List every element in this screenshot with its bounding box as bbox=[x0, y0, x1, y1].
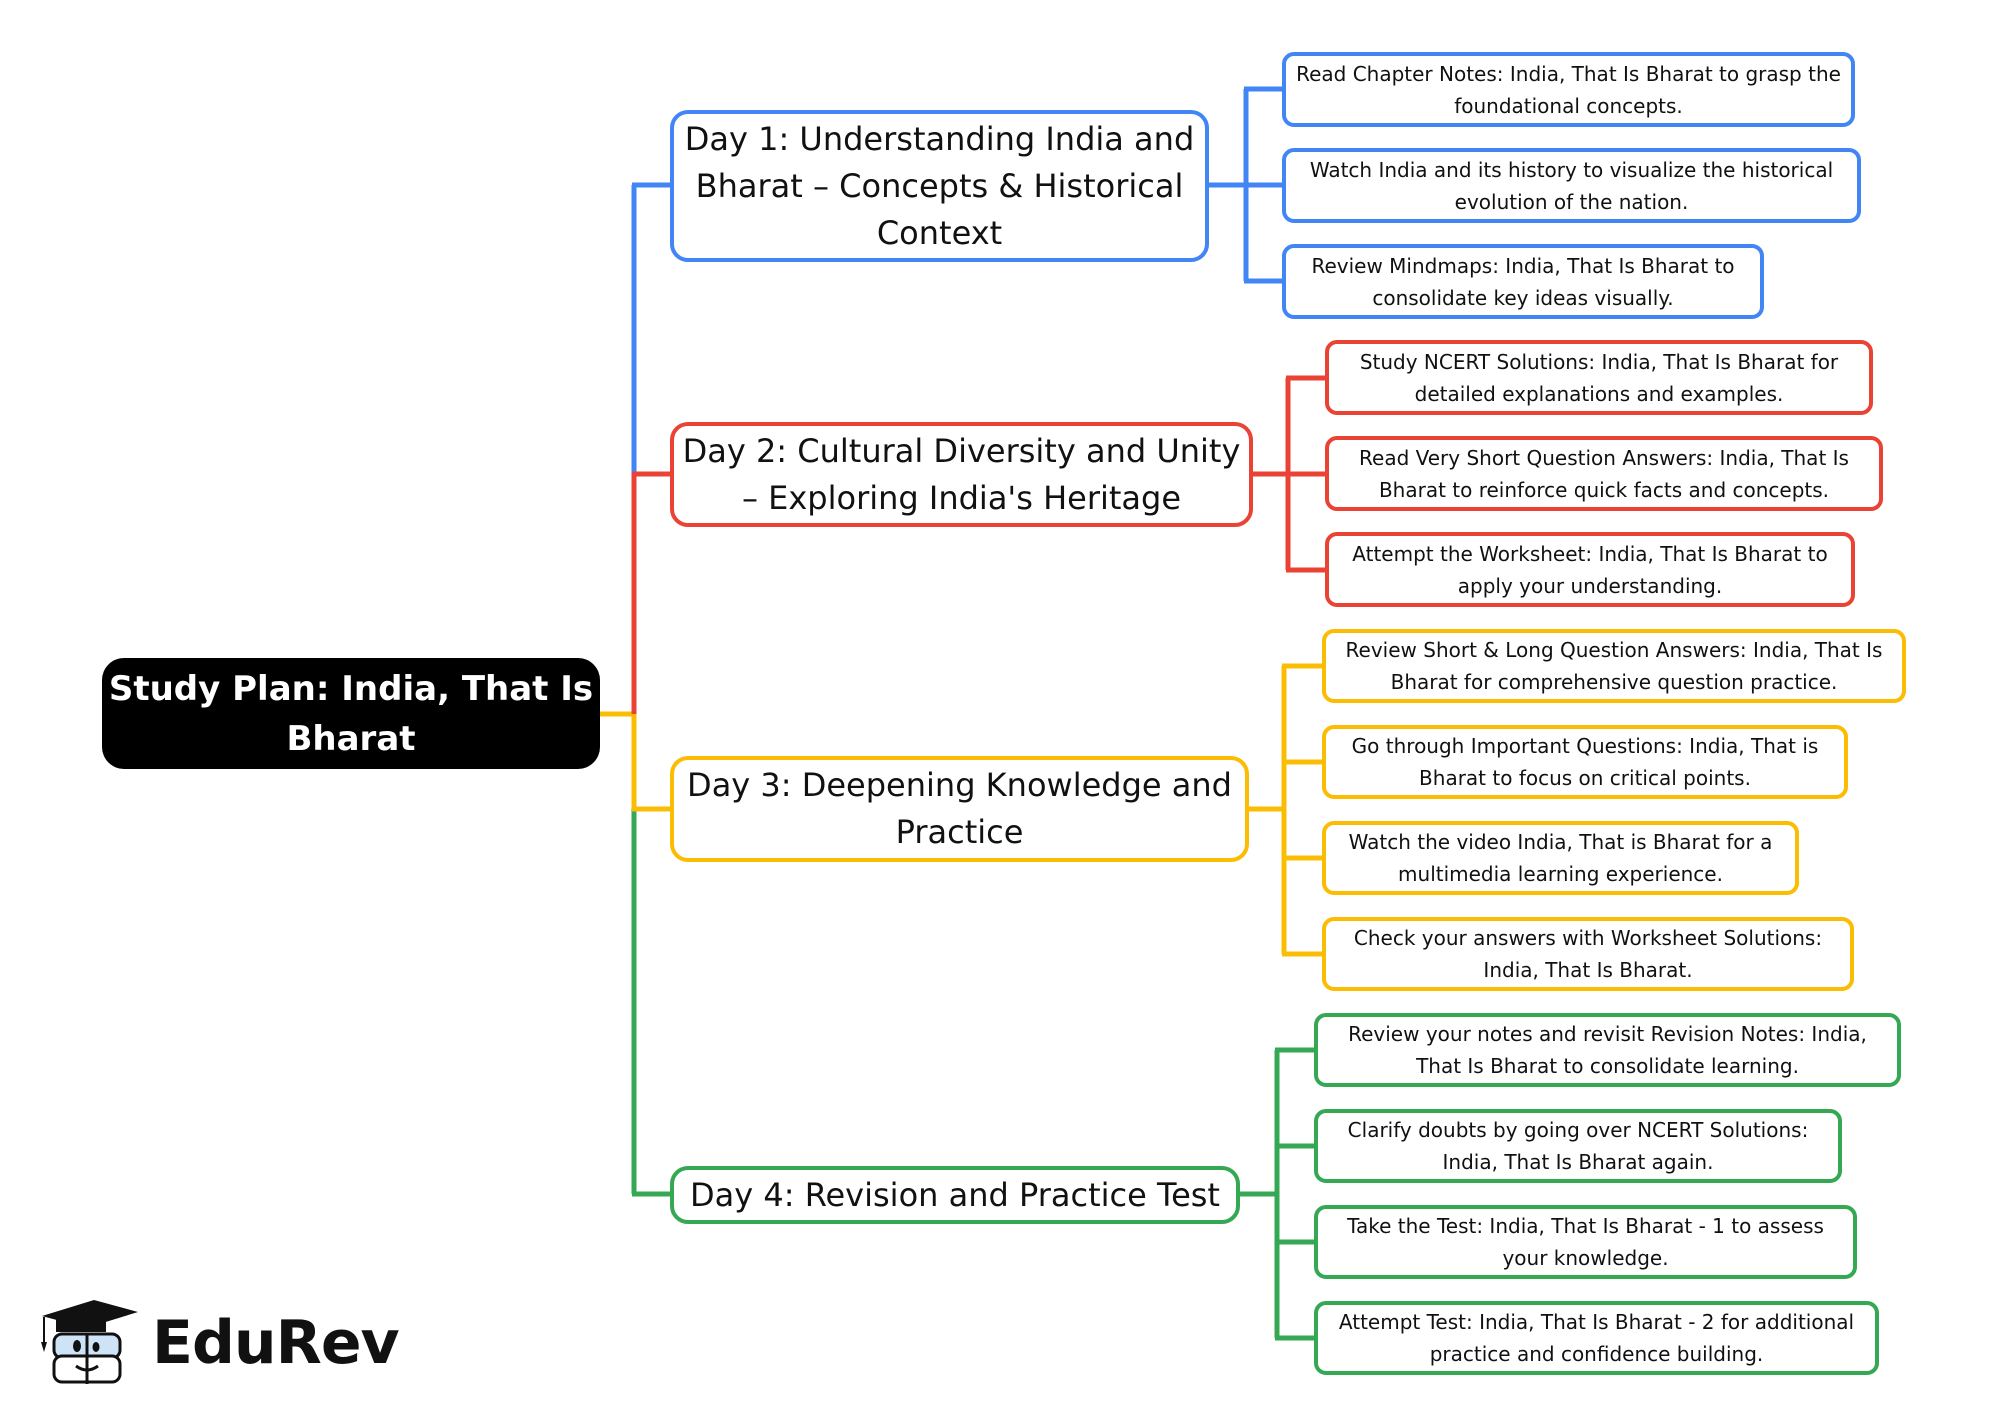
logo-text: EduRev bbox=[152, 1308, 400, 1378]
edurev-logo: EduRev bbox=[38, 1298, 400, 1388]
day-node-2[interactable]: Day 2: Cultural Diversity and Unity – Ex… bbox=[670, 422, 1253, 527]
task-node[interactable]: Review your notes and revisit Revision N… bbox=[1314, 1013, 1901, 1087]
task-text: Watch the video India, That is Bharat fo… bbox=[1348, 830, 1773, 886]
task-text: Attempt Test: India, That Is Bharat - 2 … bbox=[1338, 1310, 1855, 1366]
connector-day1-children bbox=[1209, 86, 1284, 284]
task-text: Review Short & Long Question Answers: In… bbox=[1345, 638, 1883, 694]
task-text: Read Very Short Question Answers: India,… bbox=[1359, 445, 1849, 502]
connector-day3-children bbox=[1249, 663, 1324, 957]
task-text: Check your answers with Worksheet Soluti… bbox=[1353, 926, 1823, 982]
day-title: Day 4: Revision and Practice Test bbox=[690, 1175, 1220, 1214]
task-text: Take the Test: India, That Is Bharat - 1… bbox=[1347, 1214, 1824, 1270]
graduation-cap-mascot-icon bbox=[41, 1300, 138, 1384]
task-node[interactable]: Review Short & Long Question Answers: In… bbox=[1322, 629, 1906, 703]
task-node[interactable]: Attempt Test: India, That Is Bharat - 2 … bbox=[1314, 1301, 1879, 1375]
task-node[interactable]: Take the Test: India, That Is Bharat - 1… bbox=[1314, 1205, 1857, 1279]
task-node[interactable]: Study NCERT Solutions: India, That Is Bh… bbox=[1325, 340, 1873, 415]
task-node[interactable]: Read Very Short Question Answers: India,… bbox=[1325, 436, 1883, 511]
day-title: Day 3: Deepening Knowledge and Practice bbox=[687, 766, 1232, 851]
task-node[interactable]: Clarify doubts by going over NCERT Solut… bbox=[1314, 1109, 1842, 1183]
day-node-1[interactable]: Day 1: Understanding India and Bharat – … bbox=[670, 110, 1209, 262]
task-text: Read Chapter Notes: India, That Is Bhara… bbox=[1296, 61, 1841, 118]
task-text: Clarify doubts by going over NCERT Solut… bbox=[1347, 1118, 1809, 1174]
task-node[interactable]: Check your answers with Worksheet Soluti… bbox=[1322, 917, 1854, 991]
day-node-4[interactable]: Day 4: Revision and Practice Test bbox=[670, 1166, 1240, 1224]
task-text: Review your notes and revisit Revision N… bbox=[1348, 1022, 1867, 1078]
task-node[interactable]: Review Mindmaps: India, That Is Bharat t… bbox=[1282, 244, 1764, 319]
task-node[interactable]: Attempt the Worksheet: India, That Is Bh… bbox=[1325, 532, 1855, 607]
task-node[interactable]: Watch India and its history to visualize… bbox=[1282, 148, 1861, 223]
task-text: Review Mindmaps: India, That Is Bharat t… bbox=[1311, 253, 1735, 310]
task-text: Study NCERT Solutions: India, That Is Bh… bbox=[1359, 349, 1839, 406]
connector-day2-children bbox=[1253, 375, 1327, 573]
root-title: Study Plan: India, That Is Bharat bbox=[108, 668, 594, 759]
root-node[interactable]: Study Plan: India, That Is Bharat bbox=[102, 658, 600, 769]
day-title: Day 1: Understanding India and Bharat – … bbox=[684, 119, 1195, 252]
task-text: Watch India and its history to visualize… bbox=[1309, 157, 1834, 214]
task-node[interactable]: Go through Important Questions: India, T… bbox=[1322, 725, 1848, 799]
task-text: Attempt the Worksheet: India, That Is Bh… bbox=[1352, 541, 1828, 598]
task-node[interactable]: Watch the video India, That is Bharat fo… bbox=[1322, 821, 1799, 895]
task-text: Go through Important Questions: India, T… bbox=[1351, 734, 1819, 790]
day-node-3[interactable]: Day 3: Deepening Knowledge and Practice bbox=[670, 756, 1249, 862]
connector-day4-children bbox=[1240, 1047, 1316, 1341]
task-node[interactable]: Read Chapter Notes: India, That Is Bhara… bbox=[1282, 52, 1855, 127]
day-title: Day 2: Cultural Diversity and Unity – Ex… bbox=[682, 431, 1241, 517]
